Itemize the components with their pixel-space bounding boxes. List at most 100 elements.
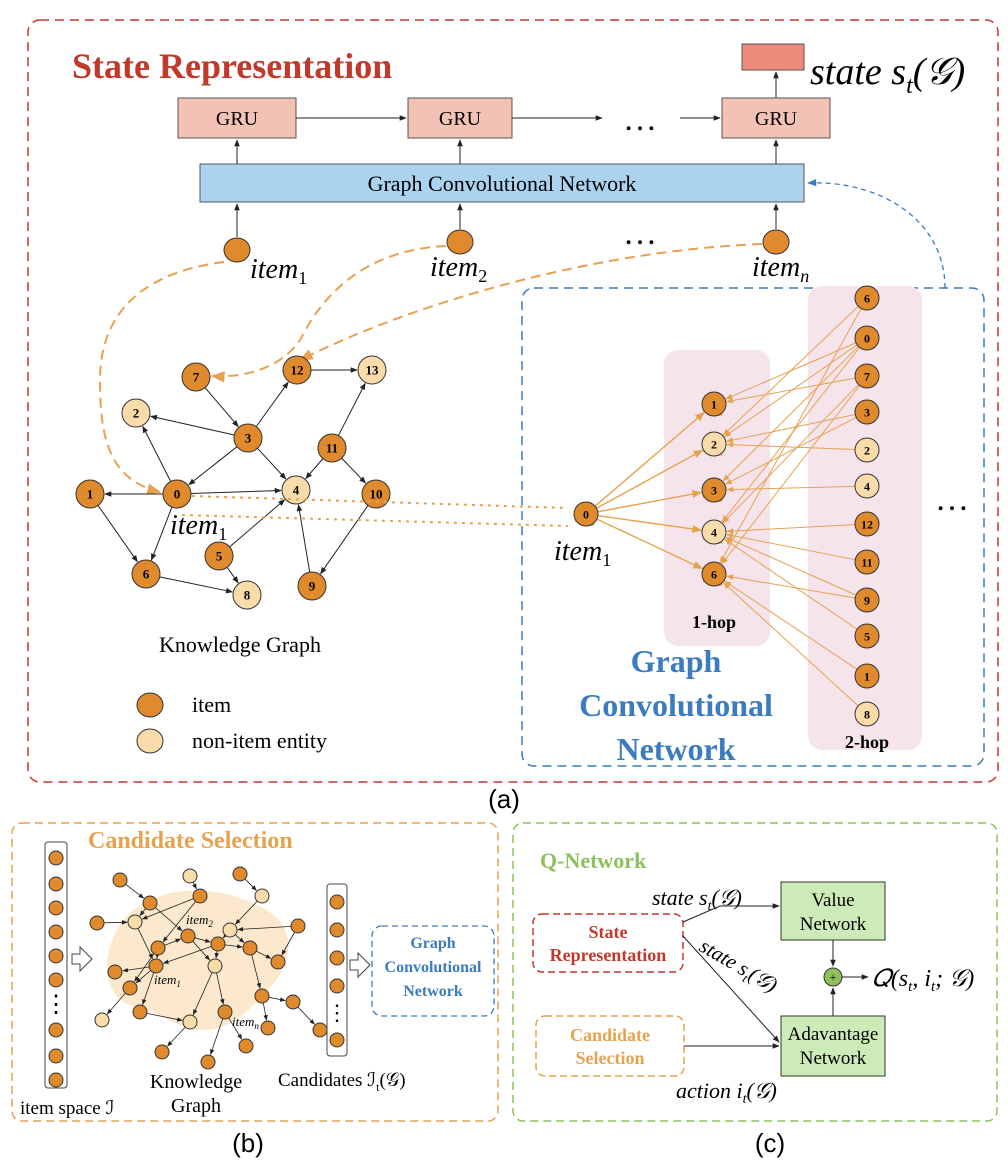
mini-kg-node-28 <box>285 994 301 1010</box>
item-space-dots: ⋮ <box>44 992 68 1018</box>
candidate-node-0-circle <box>329 894 345 910</box>
gcn-tree-title-2: Convolutional <box>579 687 773 723</box>
mini-kg-node-12-circle <box>210 936 226 952</box>
mini-kg-node-20-circle <box>94 1012 110 1028</box>
mini-kg-node-5-circle <box>192 888 208 904</box>
state-output-box <box>741 43 805 71</box>
kg-node-13-circle <box>357 355 387 385</box>
hop2-node-4-circle <box>854 437 880 463</box>
mini-kg-node-1 <box>182 868 198 884</box>
mini-kg-node-6-circle <box>222 922 238 938</box>
hop1-node-3-label: 4 <box>711 525 717 539</box>
candidate-nodes <box>329 894 345 1048</box>
mini-kg-node-15 <box>107 964 123 980</box>
legend-nonitem-label: non-item entity <box>192 728 327 753</box>
hop1-node-1-circle <box>701 431 727 457</box>
input-item-label-1: item1 <box>250 254 307 288</box>
hop2-node-10: 1 <box>854 663 880 689</box>
kg-b-line1: Knowledge <box>150 1071 242 1093</box>
kg-node-8-label: 8 <box>244 588 251 603</box>
hop2-node-2-circle <box>854 363 880 389</box>
item-space-node-6 <box>48 1022 64 1038</box>
mini-kg-node-26-circle <box>200 1054 216 1070</box>
kg-node-3: 3 <box>233 423 263 453</box>
arrow-hollow-1 <box>71 945 93 973</box>
kg-node-3-label: 3 <box>245 431 252 446</box>
mini-kg-node-8 <box>89 915 105 931</box>
gru-ellipsis: … <box>623 101 657 138</box>
hop1-node-2-label: 3 <box>711 483 717 497</box>
tree-root-label: item1 <box>554 536 611 570</box>
kg-node-11: 11 <box>317 433 347 463</box>
mini-kg-node-19 <box>122 980 138 996</box>
kg-node-12: 12 <box>282 355 312 385</box>
kg-node-5-label: 5 <box>216 549 223 564</box>
caption-b: (b) <box>232 1128 264 1158</box>
candidate-node-3-circle <box>329 978 345 994</box>
hop2-node-9-circle <box>854 623 880 649</box>
mini-kg-node-1-circle <box>182 868 198 884</box>
hop2-node-6-label: 12 <box>861 517 873 531</box>
mini-kg-node-9 <box>127 914 143 930</box>
mini-kg-node-23-circle <box>217 1004 233 1020</box>
kg-node-5-circle <box>204 541 234 571</box>
hop2-node-1-circle <box>854 325 880 351</box>
mini-kg-node-17-circle <box>207 958 223 974</box>
kg-node-4: 4 <box>281 475 311 505</box>
item-space-node-7 <box>48 1048 64 1064</box>
item-space-node-6-circle <box>48 1022 64 1038</box>
value-net-line1: Value <box>811 890 854 911</box>
hop2-node-6: 12 <box>854 511 880 537</box>
kg-node-0-label: 0 <box>174 487 181 502</box>
gru-box-1 <box>177 97 297 139</box>
mini-kg-node-6 <box>222 922 238 938</box>
mini-kg-node-22 <box>182 1014 198 1030</box>
input-item-node-1 <box>223 237 251 263</box>
kg-item-label: item1 <box>170 510 227 544</box>
item-space-node-8 <box>48 1072 64 1088</box>
hop2-node-11: 8 <box>854 701 880 727</box>
mini-kg-node-21 <box>132 1004 148 1020</box>
legend-item-label: item <box>192 692 231 717</box>
arrow-hollow-2 <box>349 951 371 979</box>
gcn-bar-label: Graph Convolutional Network <box>368 171 637 196</box>
legend-item-swatch <box>136 692 164 718</box>
state-top-label: state st(𝒢) <box>652 885 742 914</box>
gcn-tree-frame <box>521 287 985 767</box>
hop2-node-6-circle <box>854 511 880 537</box>
item-space-node-1-circle <box>48 876 64 892</box>
item-space-node-5-circle <box>48 972 64 988</box>
mini-kg-node-2-circle <box>232 866 248 882</box>
caption-a: (a) <box>488 784 520 814</box>
hop1-node-0-label: 1 <box>711 397 717 411</box>
kg-caption: Knowledge Graph <box>159 632 321 657</box>
kg-node-5: 5 <box>204 541 234 571</box>
gcn-bar <box>199 163 805 203</box>
item-space-node-2 <box>48 900 64 916</box>
adv-net-line1: Adavantage <box>788 1024 879 1045</box>
mini-kg-node-27 <box>238 1038 254 1054</box>
hop2-node-2-label: 7 <box>864 369 870 383</box>
mini-kg-node-24 <box>260 1020 276 1036</box>
hop2-node-10-label: 1 <box>864 669 870 683</box>
cand-sel-line1: Candidate <box>570 1025 650 1045</box>
hop1-node-4-label: 6 <box>711 567 717 581</box>
hop1-node-2-circle <box>701 477 727 503</box>
candidate-node-4 <box>329 1032 345 1048</box>
item-space-node-7-circle <box>48 1048 64 1064</box>
candidate-node-1-circle <box>329 922 345 938</box>
hop2-node-1-label: 0 <box>864 331 870 345</box>
panel-b-frame <box>11 822 499 1122</box>
hop2-node-8-circle <box>854 587 880 613</box>
tree-root-node-label: 0 <box>583 507 589 521</box>
hop1-node-4-circle <box>701 561 727 587</box>
kg-node-9-label: 9 <box>309 579 316 594</box>
hop1-node-4: 6 <box>701 561 727 587</box>
hop1-node-2: 3 <box>701 477 727 503</box>
kg-node-7-circle <box>181 362 211 392</box>
candidate-node-4-circle <box>329 1032 345 1048</box>
kg-node-10: 10 <box>361 479 391 509</box>
input-item-node-n <box>762 229 790 255</box>
